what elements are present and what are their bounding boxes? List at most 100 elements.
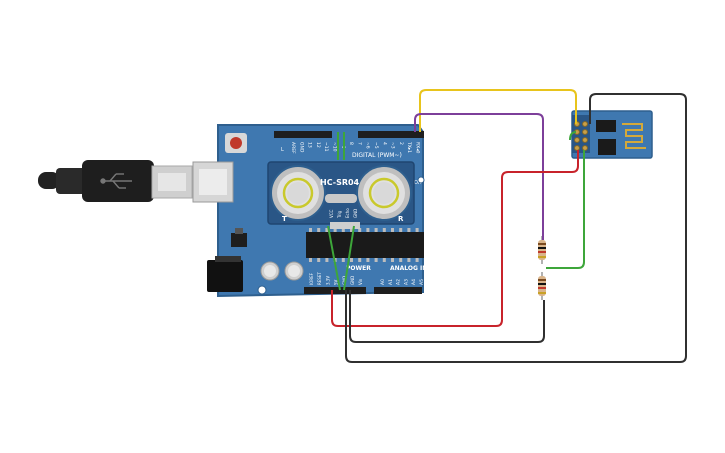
analog-header [374,287,422,294]
top-pin-label: RX◂0 [415,142,421,153]
top-pin-label: ~6 [365,142,371,149]
esp-flash-chip [596,120,616,132]
chip-leg [366,258,370,262]
chip-leg [358,228,362,232]
chip-leg [374,258,378,262]
chip-leg [350,228,353,232]
chip-leg [382,228,386,232]
esp-mcu-chip [598,139,616,155]
top-pin-label: ~3 [390,142,396,149]
chip-leg [366,228,370,232]
chip-leg [309,258,312,262]
sensor-pin-label: GND [353,209,358,218]
top-pin-label: 7 [356,142,362,145]
sensor-pin-label: Trig [337,210,342,219]
resistor-2[interactable] [538,272,546,300]
chip-leg [317,228,321,232]
wire-purple-rx[interactable] [414,113,544,240]
sensor-pin-header [330,222,360,229]
analog-pin-label: A1 [388,279,394,285]
chip-leg [399,258,403,262]
analog-pin-label: A3 [403,279,409,285]
wire-green-divider[interactable] [546,131,585,269]
sensor-name: HC-SR04 [320,178,360,187]
atmega-chip [306,232,424,258]
top-pin-label: 13 [307,142,313,148]
top-pin-label: ~11 [323,142,329,152]
analog-label: ANALOG IN [390,265,427,272]
chip-leg [391,228,394,232]
wire-black-gnd-2[interactable] [345,93,687,363]
power-pin-label: 5V [334,279,339,285]
chip-leg [358,258,362,262]
chip-leg [382,258,386,262]
power-pin-label: IOREF [309,272,314,285]
mount-hole-2 [417,176,425,184]
on-led-label: ON [414,180,422,186]
sensor-crystal [325,194,357,203]
mount-hole-1 [257,285,267,295]
chip-leg [333,228,337,232]
esp-pin[interactable] [582,129,588,135]
sensor-t-label: T [282,215,287,223]
wire-black-gnd-1[interactable] [349,290,545,343]
power-jack [207,260,243,292]
top-pin-label: 4 [381,142,387,145]
wire-green-sensor-vcc[interactable] [327,225,341,291]
top-pin-label: 12 [315,142,321,148]
antenna-trace [622,123,646,149]
digital-label: DIGITAL (PWM~) [352,152,402,159]
resistor-1[interactable] [538,236,546,264]
power-pin-label: Vin [358,278,363,285]
power-pin-label: GND [350,276,355,285]
chip-leg [317,258,321,262]
wire-green-sensor-gnd[interactable] [343,225,355,291]
chip-leg [407,228,411,232]
chip-leg [341,228,345,232]
chip-leg [374,228,378,232]
esp-pin[interactable] [582,137,588,143]
analog-pin-label: A2 [396,279,402,285]
esp-pin[interactable] [582,145,588,151]
top-pin-label: TX▸1 [406,141,412,153]
chip-leg [415,228,419,232]
power-pin-label: GND [342,276,347,285]
voltage-regulator [231,233,247,247]
analog-pin-label: A4 [411,279,417,285]
power-header [304,287,366,294]
top-pin-label: ~9 [340,142,346,149]
sensor-pin-label: Echo [345,208,350,218]
esp-pin[interactable] [574,137,580,143]
usb-cable[interactable] [38,160,193,202]
analog-pin-label: A0 [380,279,386,285]
wire-yellow-tx[interactable] [419,89,577,132]
header-top-right [358,131,424,138]
esp-pin[interactable] [582,121,588,127]
power-pin-label: RESET [317,272,322,285]
esp-pin[interactable] [574,145,580,151]
chip-leg [350,258,353,262]
wire-red-vcc[interactable] [331,150,579,327]
top-pin-label: 8 [348,142,354,145]
top-pin-label: ~5 [373,142,379,149]
chip-leg [407,258,411,262]
sensor-r-label: R [398,215,404,223]
power-label: POWER [346,265,371,272]
analog-pin-label: A5 [419,279,425,285]
top-pin-label: AREF [290,142,296,154]
esp01-wifi-module[interactable] [571,110,653,159]
power-pin-label: 3.3V [325,276,330,285]
usb-icon [100,173,132,189]
chip-leg [325,258,329,262]
top-pin-label: ~10 [332,142,338,152]
chip-leg [309,228,312,232]
header-top-left [274,131,332,138]
l-led-label: L [281,147,284,153]
